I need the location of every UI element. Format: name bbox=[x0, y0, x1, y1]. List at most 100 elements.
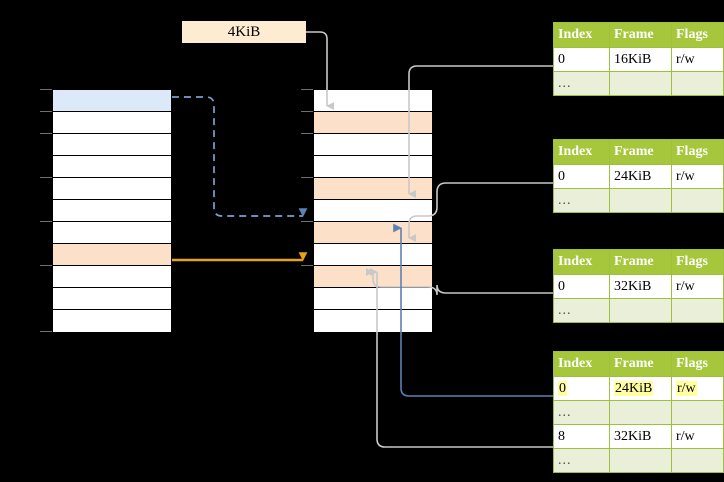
virtual-column-tick bbox=[40, 133, 52, 134]
cell-index: ... bbox=[553, 298, 610, 323]
cell-flags bbox=[671, 71, 724, 96]
virtual-page-row bbox=[53, 112, 171, 134]
table-row[interactable]: ... bbox=[553, 188, 724, 213]
column-header-index: Index bbox=[553, 249, 610, 275]
page-table-level-3: Index Frame Flags 0 32KiB r/w ... bbox=[553, 249, 724, 323]
cell-flags: r/w bbox=[671, 274, 724, 299]
cell-flags bbox=[671, 298, 724, 323]
virtual-column-tick bbox=[40, 265, 52, 266]
column-header-frame: Frame bbox=[609, 22, 672, 48]
column-header-index: Index bbox=[553, 22, 610, 48]
virtual-address-column bbox=[52, 89, 172, 332]
physical-frame-row bbox=[314, 288, 432, 310]
cell-index: ... bbox=[553, 188, 610, 213]
cell-flags: r/w bbox=[671, 164, 724, 189]
size-label-4kib: 4KiB bbox=[182, 21, 306, 43]
physical-frame-row bbox=[314, 222, 432, 244]
cell-frame: 24KiB bbox=[609, 376, 672, 401]
cell-index: 0 bbox=[553, 47, 610, 72]
highlight-mark: 24KiB bbox=[614, 380, 654, 396]
cell-flags bbox=[671, 448, 724, 473]
column-header-frame: Frame bbox=[609, 249, 672, 275]
cell-frame bbox=[609, 71, 672, 96]
table-row[interactable]: ... bbox=[553, 400, 724, 425]
cell-index: 8 bbox=[553, 424, 610, 449]
physical-frame-row bbox=[314, 134, 432, 156]
table-header-row: Index Frame Flags bbox=[553, 22, 724, 48]
physical-frame-row bbox=[314, 200, 432, 222]
cell-index: ... bbox=[553, 400, 610, 425]
cell-frame bbox=[609, 298, 672, 323]
virtual-column-tick bbox=[40, 331, 52, 332]
physical-column-tick bbox=[301, 89, 313, 90]
page-table-level-1: Index Frame Flags 0 16KiB r/w ... bbox=[553, 22, 724, 96]
column-header-index: Index bbox=[553, 139, 610, 165]
cell-flags: r/w bbox=[671, 376, 724, 401]
physical-frame-row bbox=[314, 244, 432, 266]
cell-index: 0 bbox=[553, 274, 610, 299]
physical-frame-row bbox=[314, 90, 432, 112]
cell-index: ... bbox=[553, 71, 610, 96]
column-header-flags: Flags bbox=[671, 249, 724, 275]
cell-flags: r/w bbox=[671, 47, 724, 72]
physical-column-tick bbox=[301, 177, 313, 178]
wire-virtual-row0-to-frame bbox=[172, 96, 308, 218]
highlight-mark: r/w bbox=[676, 380, 697, 396]
virtual-column-tick bbox=[40, 221, 52, 222]
column-header-flags: Flags bbox=[671, 22, 724, 48]
virtual-page-row bbox=[53, 134, 171, 156]
column-header-frame: Frame bbox=[609, 139, 672, 165]
virtual-page-row bbox=[53, 288, 171, 310]
table-header-row: Index Frame Flags bbox=[553, 351, 724, 377]
virtual-column-tick bbox=[40, 177, 52, 178]
cell-frame bbox=[609, 400, 672, 425]
column-header-frame: Frame bbox=[609, 351, 672, 377]
physical-address-column bbox=[313, 89, 433, 332]
cell-index: ... bbox=[553, 448, 610, 473]
virtual-page-row bbox=[53, 266, 171, 288]
cell-frame: 32KiB bbox=[609, 274, 672, 299]
physical-column-tick bbox=[301, 265, 313, 266]
cell-flags: r/w bbox=[671, 424, 724, 449]
physical-column-tick bbox=[301, 133, 313, 134]
virtual-column-tick bbox=[40, 89, 52, 90]
cell-index: 0 bbox=[553, 376, 610, 401]
cell-frame: 32KiB bbox=[609, 424, 672, 449]
column-header-flags: Flags bbox=[671, 351, 724, 377]
cell-frame: 16KiB bbox=[609, 47, 672, 72]
table-row[interactable]: 0 24KiB r/w bbox=[553, 164, 724, 189]
physical-column-tick bbox=[301, 221, 313, 222]
column-header-flags: Flags bbox=[671, 139, 724, 165]
cell-frame bbox=[609, 188, 672, 213]
cell-flags bbox=[671, 188, 724, 213]
virtual-page-row bbox=[53, 310, 171, 332]
virtual-page-row bbox=[53, 200, 171, 222]
virtual-page-row bbox=[53, 244, 171, 266]
virtual-page-row bbox=[53, 90, 171, 112]
physical-frame-row bbox=[314, 156, 432, 178]
physical-frame-row bbox=[314, 310, 432, 332]
physical-column-tick bbox=[301, 111, 313, 112]
table-row[interactable]: ... bbox=[553, 298, 724, 323]
physical-frame-row bbox=[314, 266, 432, 288]
virtual-page-row bbox=[53, 156, 171, 178]
table-row[interactable]: ... bbox=[553, 71, 724, 96]
table-header-row: Index Frame Flags bbox=[553, 139, 724, 165]
table-row[interactable]: 0 32KiB r/w bbox=[553, 274, 724, 299]
table-row-highlighted[interactable]: 0 24KiB r/w bbox=[553, 376, 724, 401]
table-row[interactable]: 8 32KiB r/w bbox=[553, 424, 724, 449]
cell-flags bbox=[671, 400, 724, 425]
physical-frame-row bbox=[314, 178, 432, 200]
page-table-level-2: Index Frame Flags 0 24KiB r/w ... bbox=[553, 139, 724, 213]
column-header-index: Index bbox=[553, 351, 610, 377]
cell-frame bbox=[609, 448, 672, 473]
virtual-page-row bbox=[53, 178, 171, 200]
virtual-page-row bbox=[53, 222, 171, 244]
table-row[interactable]: ... bbox=[553, 448, 724, 473]
table-row[interactable]: 0 16KiB r/w bbox=[553, 47, 724, 72]
highlight-mark: 0 bbox=[558, 380, 567, 396]
table-header-row: Index Frame Flags bbox=[553, 249, 724, 275]
physical-frame-row bbox=[314, 112, 432, 134]
virtual-column-tick bbox=[40, 111, 52, 112]
